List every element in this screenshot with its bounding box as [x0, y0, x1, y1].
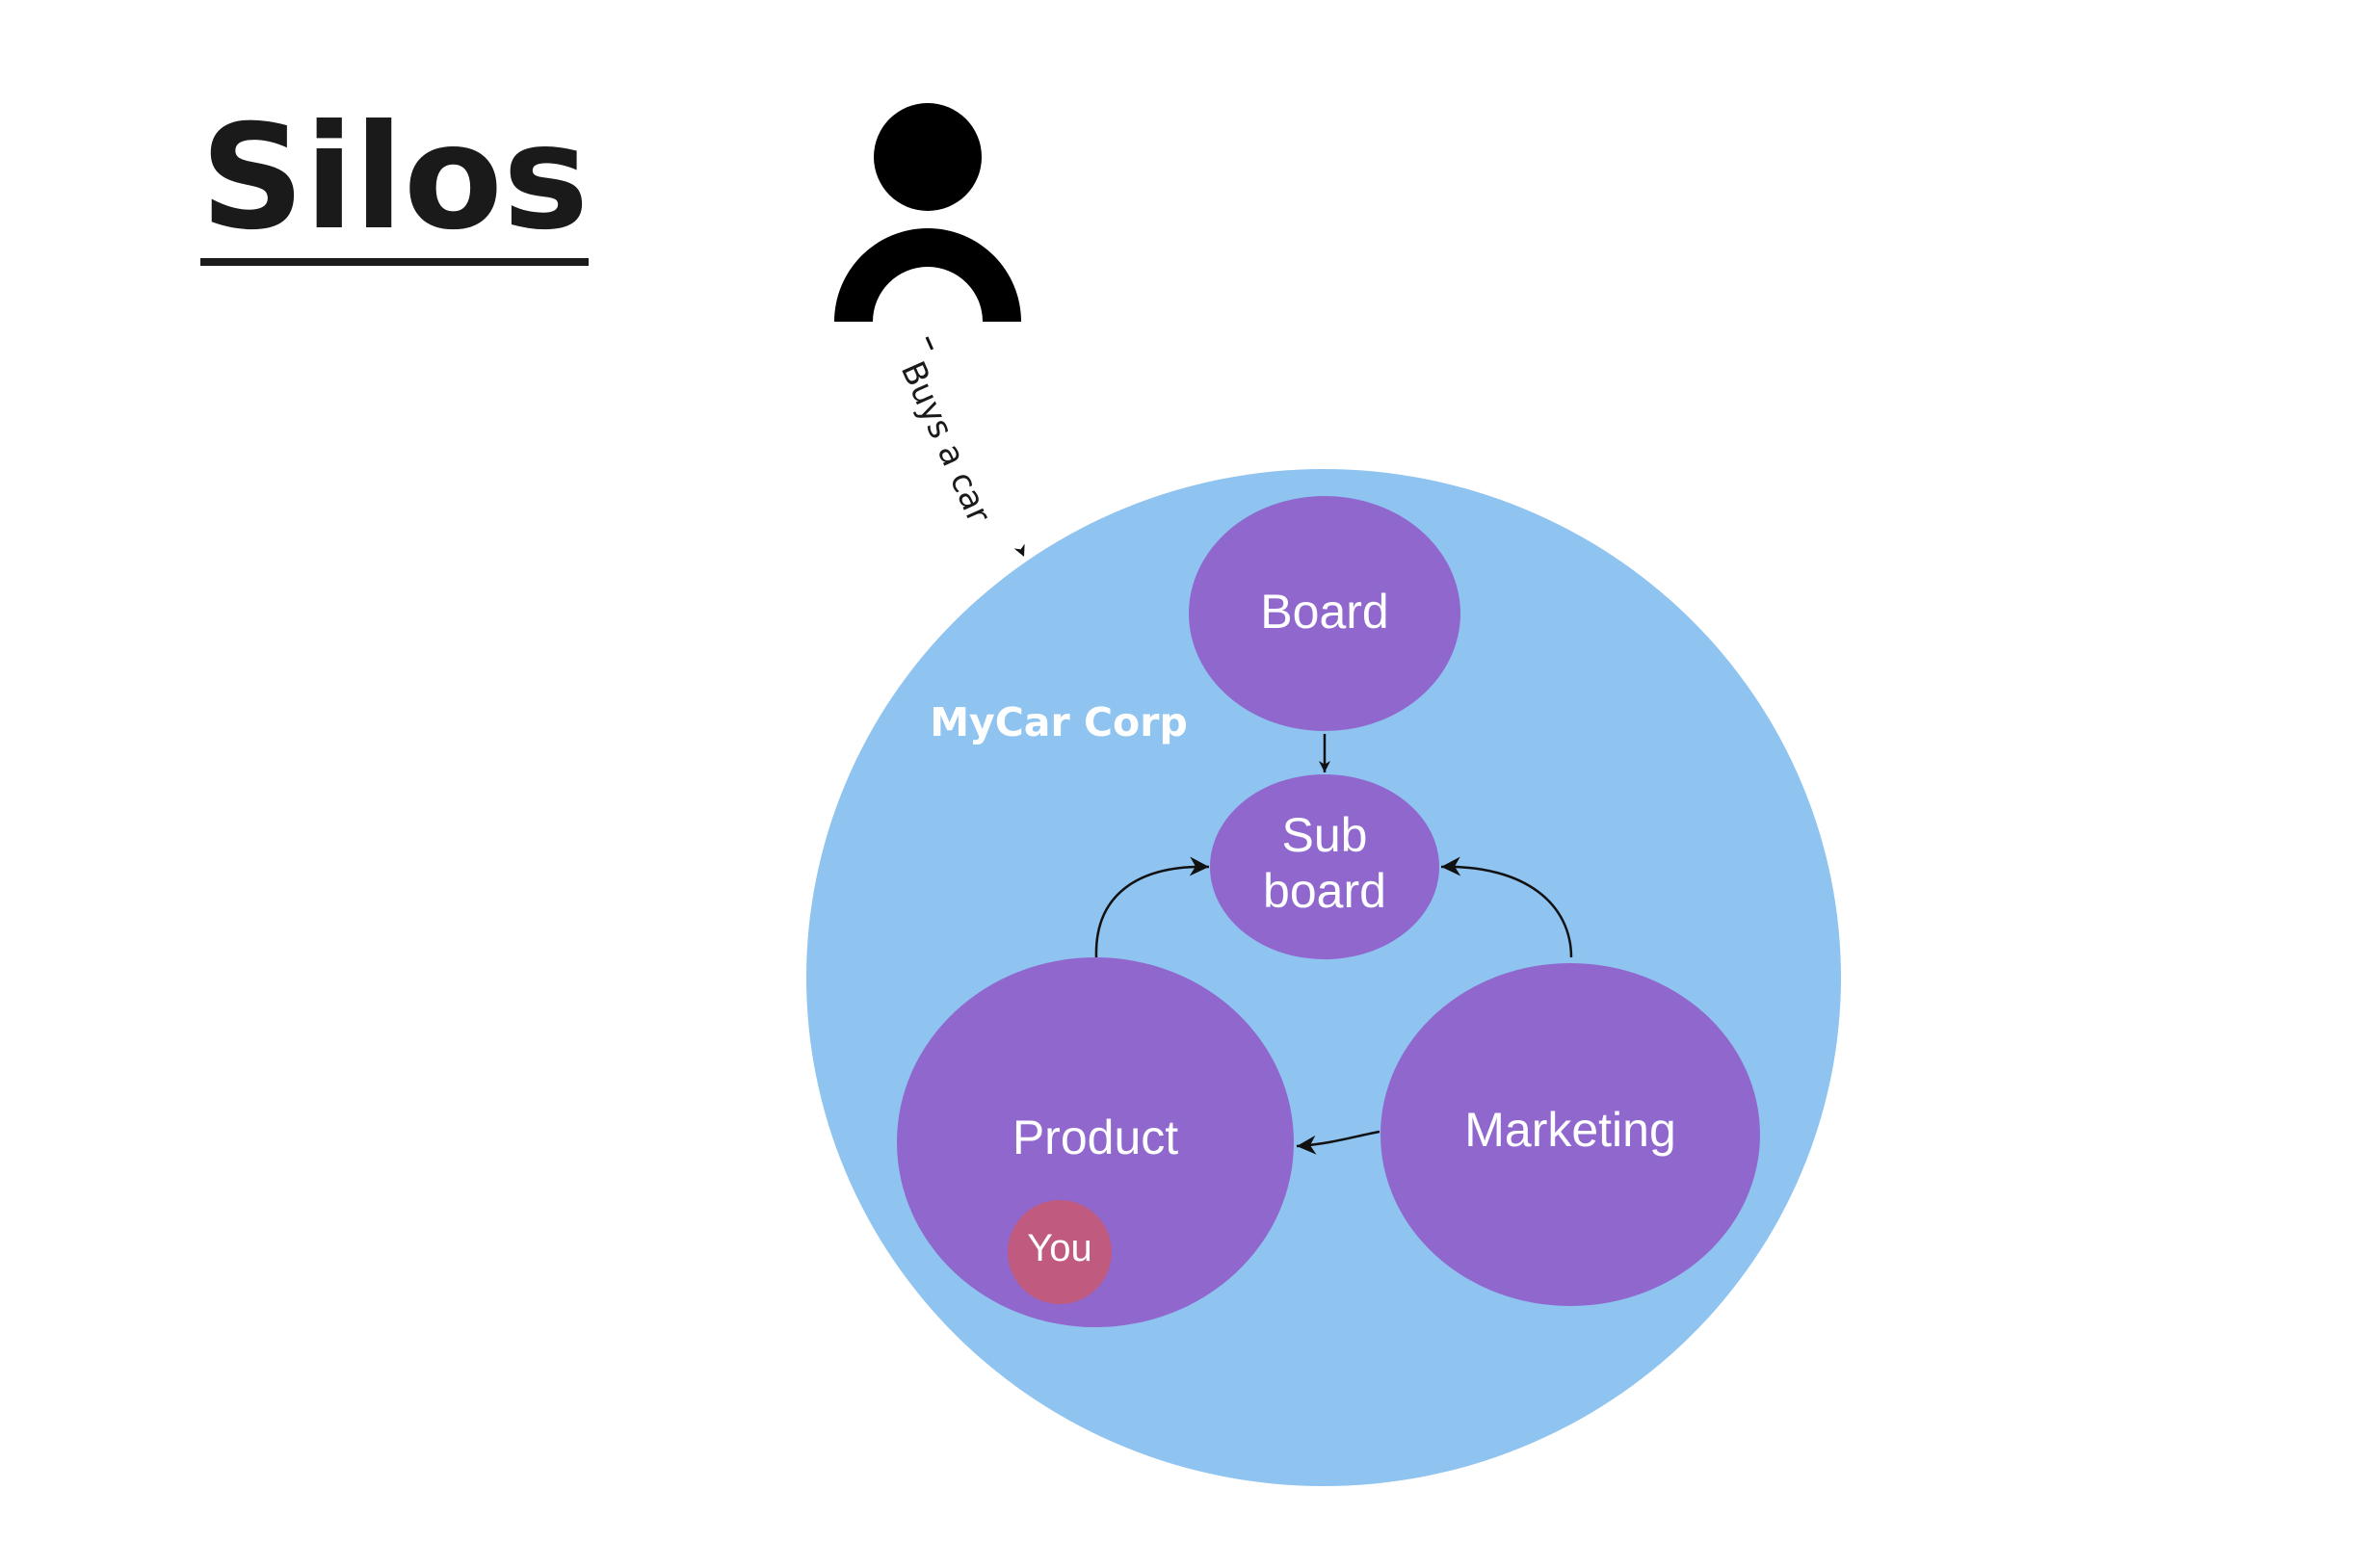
node-you: You — [1008, 1200, 1112, 1304]
sub-board-label-line2: board — [1263, 864, 1386, 918]
marketing-label: Marketing — [1464, 1103, 1676, 1157]
page-title: Silos — [200, 106, 590, 266]
buys-edge-label: Buys a car — [893, 355, 998, 529]
sub-board-label-line1: Sub — [1282, 808, 1368, 862]
board-label: Board — [1260, 585, 1388, 639]
corp-label: MyCar Corp — [930, 699, 1188, 745]
node-product: Product — [897, 957, 1294, 1327]
node-sub-board: Sub board — [1210, 774, 1439, 959]
person-icon — [834, 103, 1021, 322]
edge-marketing-to-product — [1296, 1130, 1380, 1155]
node-marketing: Marketing — [1380, 963, 1760, 1306]
you-label: You — [1027, 1227, 1092, 1269]
node-board: Board — [1189, 496, 1460, 731]
edge-marketing-to-subboard — [1440, 856, 1573, 958]
edge-product-to-subboard — [1094, 856, 1210, 958]
product-label: Product — [1012, 1111, 1178, 1164]
